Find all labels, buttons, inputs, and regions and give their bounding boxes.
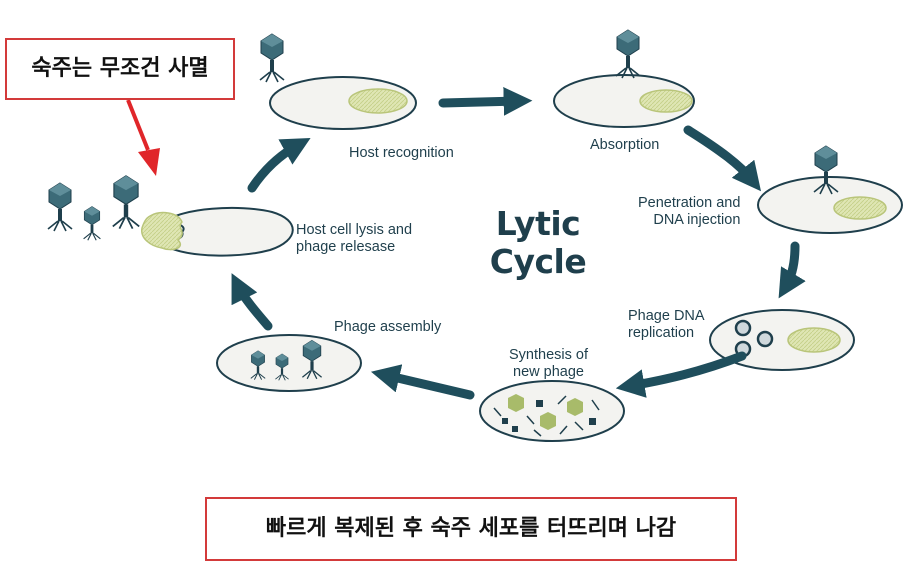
capsid-hexagon-icon — [567, 398, 583, 416]
cell-penetration — [757, 176, 903, 234]
label-host-recognition: Host recognition — [349, 145, 454, 161]
dna-circle-icon — [734, 319, 752, 337]
label-replication-line1: Phage DNA — [628, 308, 705, 324]
nucleoid — [787, 327, 841, 353]
label-penetration-line1: Penetration and — [638, 195, 741, 211]
arrow-icon — [438, 86, 533, 116]
label-synthesis-line1: Synthesis of — [509, 347, 588, 363]
arrow-icon — [231, 273, 273, 331]
nucleoid — [639, 89, 693, 113]
cell-host-recognition — [269, 76, 417, 130]
cycle-arrows — [231, 86, 806, 400]
annotation-arrow — [126, 99, 160, 176]
cell-lysis — [141, 206, 294, 257]
arrow-icon — [615, 351, 747, 398]
label-replication: Phage DNA replication — [628, 308, 705, 342]
cycle-title: Lytic Cycle — [482, 205, 594, 281]
label-lysis-line1: Host cell lysis and — [296, 222, 413, 238]
arrow-icon — [683, 125, 761, 192]
nucleoid — [348, 88, 408, 114]
label-lysis-line2: phage relesase — [296, 239, 396, 255]
annotation-caption: 빠르게 복제된 후 숙주 세포를 터뜨리며 나감 — [205, 497, 737, 561]
phage-icon — [111, 174, 141, 230]
label-synthesis: Synthesis of new phage — [509, 347, 588, 381]
label-penetration-line2: DNA injection — [653, 212, 741, 228]
dna-circle-icon — [756, 330, 774, 348]
cell-absorption — [553, 74, 695, 128]
nucleoid — [833, 196, 887, 220]
label-replication-line2: replication — [628, 325, 695, 341]
capsid-hexagon-icon — [540, 412, 556, 430]
annotation-host-death: 숙주는 무조건 사멸 — [5, 38, 235, 100]
phage-icon — [47, 182, 73, 232]
phage-icon — [259, 33, 285, 83]
arrow-icon — [370, 364, 475, 400]
label-lysis: Host cell lysis and phage relesase — [296, 222, 412, 256]
cycle-title-line2: Cycle — [489, 242, 587, 281]
label-absorption: Absorption — [590, 137, 660, 153]
capsid-hexagon-icon — [508, 394, 524, 412]
nucleoid — [141, 211, 183, 251]
phage-icon — [615, 29, 641, 79]
cycle-title-line1: Lytic — [495, 204, 581, 243]
cell-synthesis — [479, 380, 625, 442]
arrow-icon — [778, 241, 806, 299]
label-synthesis-line2: new phage — [513, 364, 584, 380]
label-assembly: Phage assembly — [334, 319, 442, 335]
label-penetration: Penetration and DNA injection — [638, 195, 740, 229]
arrow-icon — [247, 138, 311, 193]
cell-assembly — [216, 334, 362, 392]
phage-icon — [83, 206, 101, 241]
